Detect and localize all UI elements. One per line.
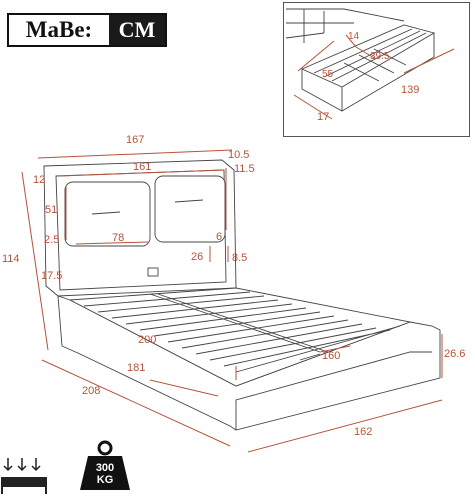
dim-overall-length: 208 xyxy=(82,385,100,397)
dim-cushion-width: 78 xyxy=(112,232,124,244)
drawer-side-a-label: 39.5 xyxy=(370,51,390,62)
dim-foot-width: 162 xyxy=(354,426,372,438)
dim-frame-height: 26.6 xyxy=(444,348,465,360)
drawer-height-label: 17 xyxy=(317,111,329,123)
dim-headboard-inner-width: 161 xyxy=(133,161,151,173)
drawer-depth-a-label: 14 xyxy=(348,31,360,42)
dimension-lines xyxy=(21,149,443,453)
cushion-left xyxy=(64,181,151,247)
cushion-right-light xyxy=(174,199,204,203)
usb-port xyxy=(147,267,159,277)
dim-side-rail-length: 181 xyxy=(127,362,145,374)
drawer-side xyxy=(301,69,343,112)
dim-port-height: 26 xyxy=(191,251,203,263)
inset-frame-lines xyxy=(285,8,405,43)
weight-value: 300 xyxy=(95,462,115,474)
weight-capacity: 300 KG xyxy=(78,438,132,492)
drawer-detail-drawing: 14 39.5 55 139 17 xyxy=(285,8,455,123)
brand-name: MaBe: xyxy=(25,17,93,42)
dim-side-gap: 6 xyxy=(216,231,222,243)
drawer-side-b-label: 55 xyxy=(322,69,334,80)
lift-arrows-icon xyxy=(1,458,47,494)
drawer-length-label: 139 xyxy=(401,84,419,96)
drawer-detail-inset: 14 39.5 55 139 17 xyxy=(283,2,470,137)
foot-drawer xyxy=(235,351,432,430)
dim-headboard-side-top: 10.5 xyxy=(228,149,249,161)
drawer-handle xyxy=(299,353,321,361)
slats xyxy=(83,291,401,373)
weight-icon xyxy=(80,440,130,490)
dim-total-height: 114 xyxy=(2,253,20,265)
weight-unit: KG xyxy=(96,474,114,486)
brand-logo: MaBe: CM xyxy=(7,13,167,47)
dim-leg-height: 17.5 xyxy=(41,270,62,282)
cushion-right xyxy=(154,175,226,243)
slat-area xyxy=(68,287,412,387)
inset-dimension-lines xyxy=(293,34,455,120)
dim-overall-width: 167 xyxy=(126,134,144,146)
dim-mattress-width: 160 xyxy=(322,350,340,362)
dim-headboard-corner: 12 xyxy=(33,174,45,186)
dim-cushion-gap: 2.5 xyxy=(44,234,59,246)
unit-badge: CM xyxy=(109,15,165,45)
dim-side-offset-low: 8.5 xyxy=(232,252,247,264)
drawer-front xyxy=(341,33,435,112)
dim-mattress-length: 200 xyxy=(138,334,156,346)
dim-cushion-height: 51 xyxy=(45,204,57,216)
dim-headboard-side-offset: 11.5 xyxy=(234,163,255,175)
cushion-left-light xyxy=(91,211,121,215)
